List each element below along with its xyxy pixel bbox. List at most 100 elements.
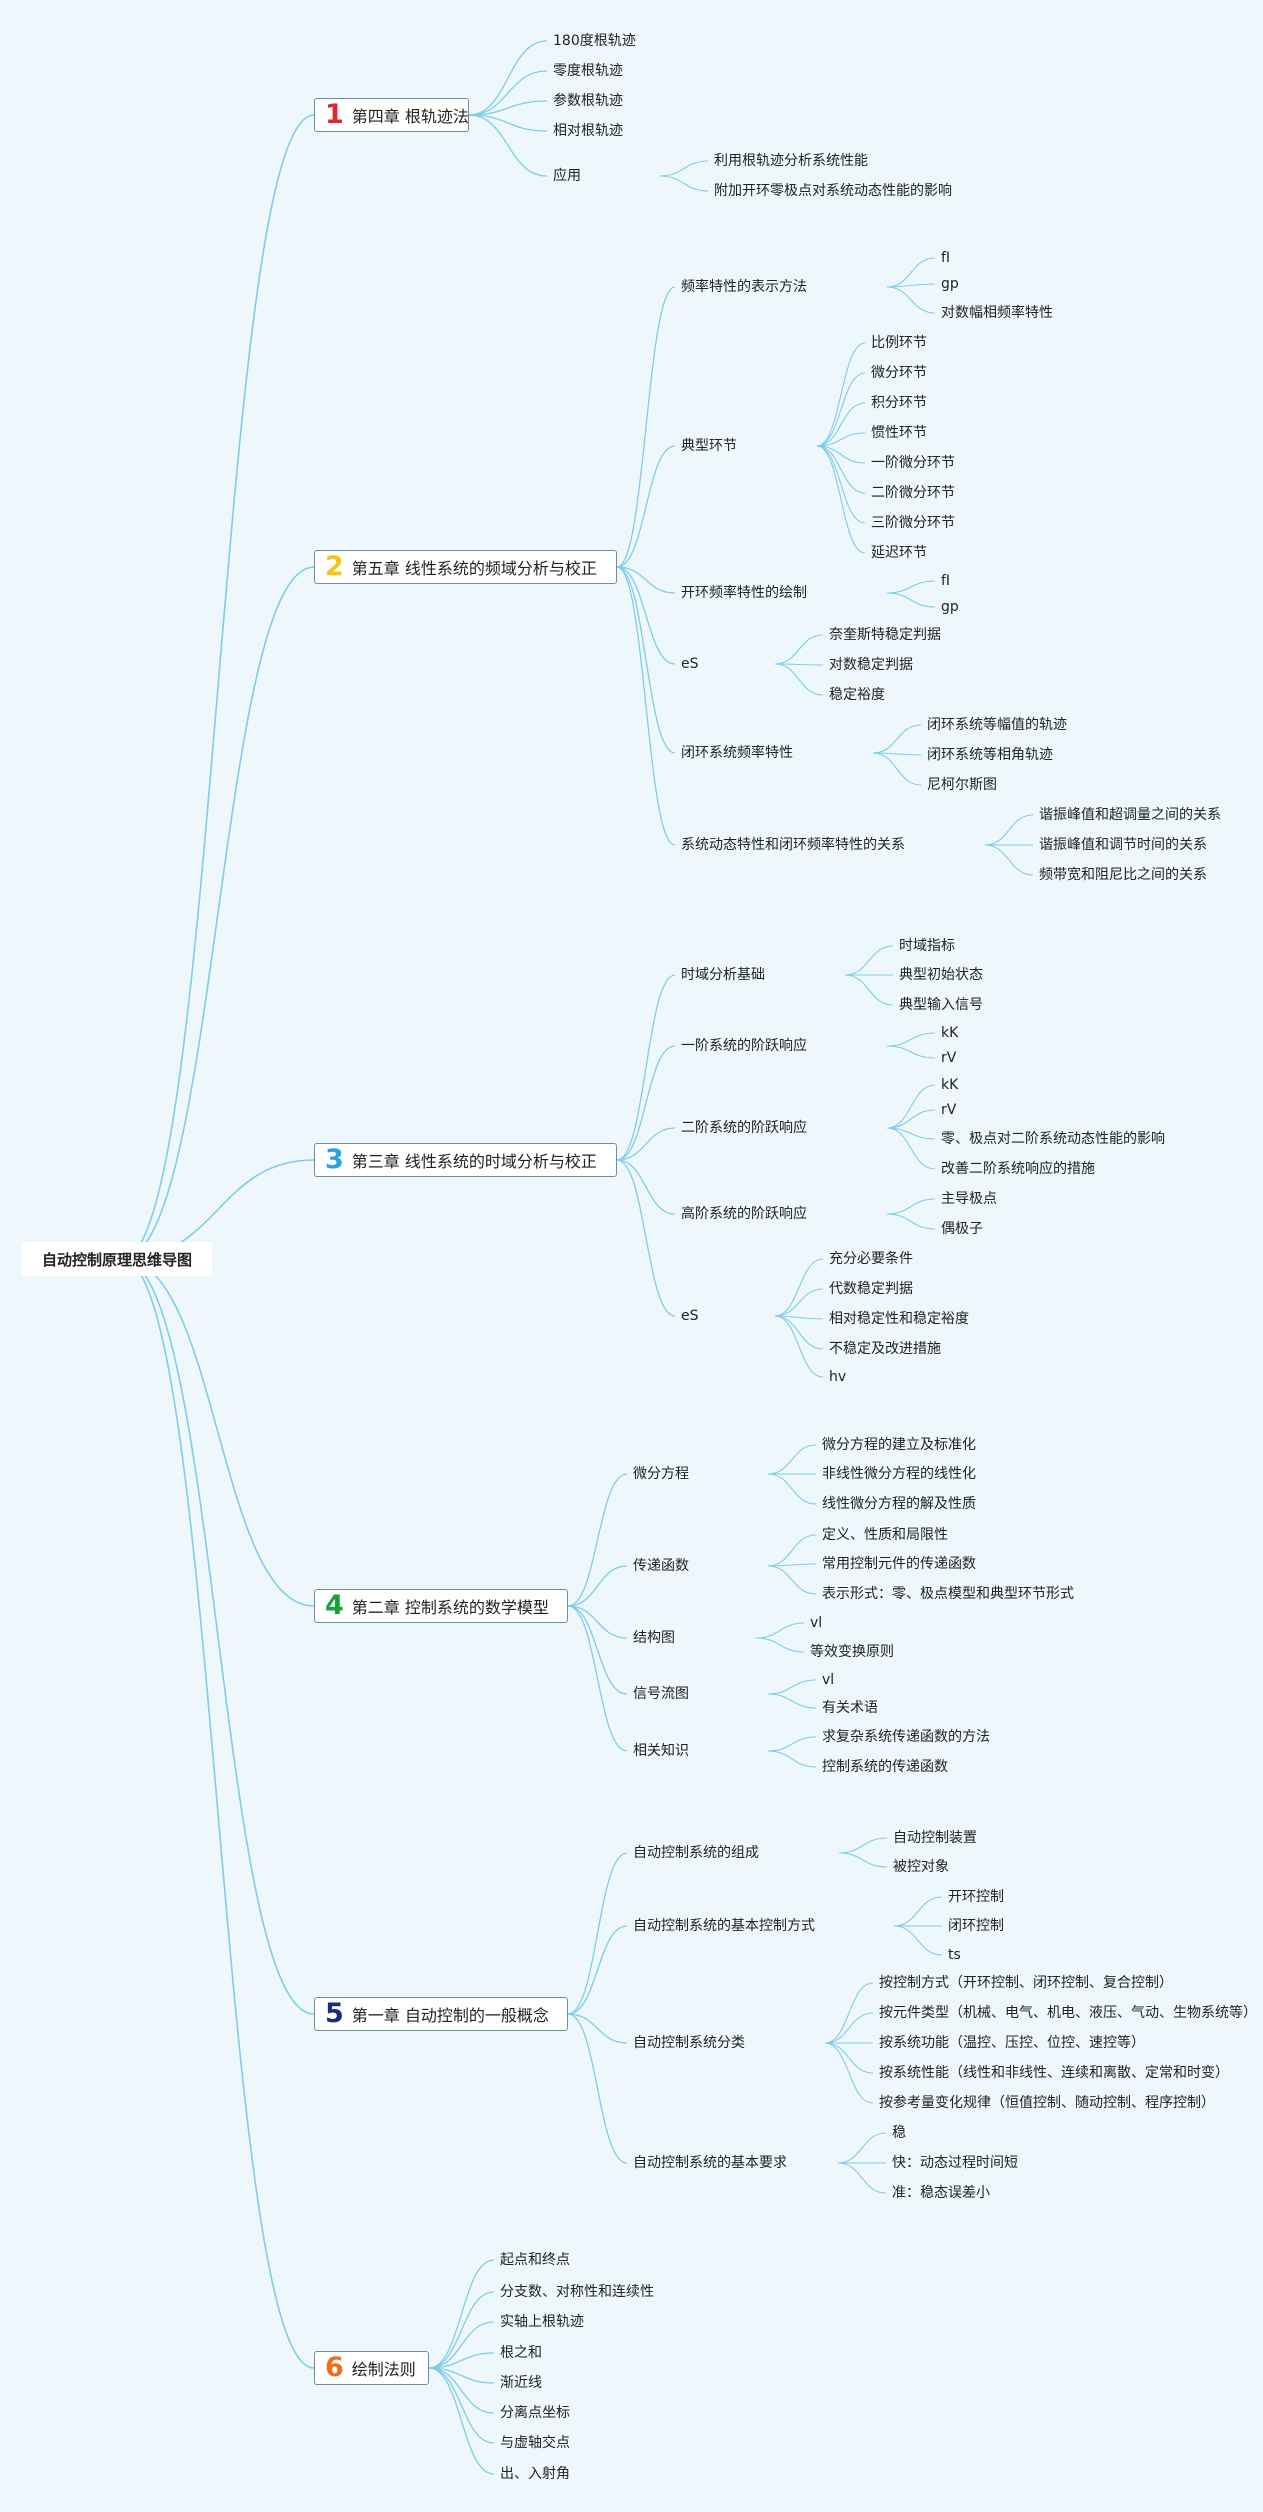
leaf-node[interactable]: 闭环系统等幅值的轨迹 [927, 717, 1067, 733]
branch-node[interactable]: 渐近线 [500, 2375, 542, 2391]
branch-node[interactable]: 频率特性的表示方法 [681, 279, 807, 295]
leaf-node[interactable]: 偶极子 [941, 1221, 983, 1237]
branch-node[interactable]: eS [681, 1308, 699, 1324]
leaf-node[interactable]: fI [941, 573, 951, 589]
leaf-node[interactable]: 微分环节 [871, 365, 927, 381]
leaf-node[interactable]: 被控对象 [893, 1859, 949, 1875]
leaf-node[interactable]: 二阶微分环节 [871, 485, 955, 501]
branch-node[interactable]: 相关知识 [633, 1743, 689, 1759]
branch-node[interactable]: 典型环节 [681, 438, 737, 454]
root-node[interactable]: 自动控制原理思维导图 [22, 1242, 212, 1276]
branch-node[interactable]: 结构图 [633, 1630, 675, 1646]
leaf-node[interactable]: gp [941, 599, 959, 615]
leaf-node[interactable]: 尼柯尔斯图 [927, 777, 997, 793]
branch-node[interactable]: 时域分析基础 [681, 967, 765, 983]
leaf-node[interactable]: 开环控制 [948, 1889, 1004, 1905]
leaf-node[interactable]: 积分环节 [871, 395, 927, 411]
leaf-node[interactable]: 相对稳定性和稳定裕度 [829, 1311, 969, 1327]
branch-node[interactable]: 应用 [553, 168, 581, 184]
leaf-node[interactable]: vl [810, 1615, 823, 1631]
leaf-node[interactable]: 附加开环零极点对系统动态性能的影响 [714, 183, 952, 199]
leaf-node[interactable]: 控制系统的传递函数 [822, 1759, 948, 1775]
leaf-node[interactable]: 非线性微分方程的线性化 [822, 1466, 976, 1482]
branch-node[interactable]: eS [681, 656, 699, 672]
leaf-node[interactable]: rV [941, 1102, 957, 1118]
leaf-node[interactable]: 稳 [892, 2125, 906, 2141]
leaf-node[interactable]: 时域指标 [899, 938, 955, 954]
branch-node[interactable]: 高阶系统的阶跃响应 [681, 1206, 807, 1222]
branch-node[interactable]: 起点和终点 [500, 2252, 570, 2268]
leaf-node[interactable]: 奈奎斯特稳定判据 [829, 627, 941, 643]
leaf-node[interactable]: 按元件类型（机械、电气、机电、液压、气动、生物系统等） [879, 2005, 1257, 2021]
branch-node[interactable]: 相对根轨迹 [553, 123, 623, 139]
leaf-node[interactable]: 稳定裕度 [829, 687, 885, 703]
branch-node[interactable]: 开环频率特性的绘制 [681, 585, 807, 601]
leaf-node[interactable]: 线性微分方程的解及性质 [822, 1496, 976, 1512]
leaf-node[interactable]: 常用控制元件的传递函数 [822, 1556, 976, 1572]
leaf-node[interactable]: vl [822, 1672, 835, 1688]
leaf-node[interactable]: 谐振峰值和调节时间的关系 [1039, 837, 1207, 853]
leaf-node[interactable]: gp [941, 276, 959, 292]
leaf-node[interactable]: 三阶微分环节 [871, 515, 955, 531]
leaf-node[interactable]: fI [941, 250, 951, 266]
leaf-node[interactable]: 改善二阶系统响应的措施 [941, 1161, 1095, 1177]
leaf-node[interactable]: 表示形式：零、极点模型和典型环节形式 [822, 1586, 1074, 1602]
leaf-node[interactable]: kK [941, 1077, 959, 1093]
leaf-node[interactable]: 按系统性能（线性和非线性、连续和离散、定常和时变） [879, 2065, 1229, 2081]
leaf-node[interactable]: 不稳定及改进措施 [829, 1341, 941, 1357]
branch-node[interactable]: 自动控制系统的组成 [633, 1845, 759, 1861]
branch-node[interactable]: 微分方程 [633, 1466, 689, 1482]
branch-node[interactable]: 自动控制系统分类 [633, 2035, 745, 2051]
branch-node[interactable]: 分支数、对称性和连续性 [500, 2284, 654, 2300]
leaf-node[interactable]: 准：稳态误差小 [892, 2185, 990, 2201]
branch-node[interactable]: 闭环系统频率特性 [681, 745, 793, 761]
branch-node[interactable]: 信号流图 [633, 1686, 689, 1702]
leaf-node[interactable]: 微分方程的建立及标准化 [822, 1437, 976, 1453]
leaf-node[interactable]: 有关术语 [822, 1700, 878, 1716]
leaf-node[interactable]: 闭环系统等相角轨迹 [927, 747, 1053, 763]
leaf-node[interactable]: 求复杂系统传递函数的方法 [822, 1729, 990, 1745]
leaf-node[interactable]: 按参考量变化规律（恒值控制、随动控制、程序控制） [879, 2095, 1215, 2111]
leaf-node[interactable]: 对数幅相频率特性 [941, 305, 1053, 321]
leaf-node[interactable]: 主导极点 [941, 1191, 997, 1207]
leaf-node[interactable]: 频带宽和阻尼比之间的关系 [1039, 867, 1207, 883]
leaf-node[interactable]: 零、极点对二阶系统动态性能的影响 [941, 1131, 1165, 1147]
branch-node[interactable]: 自动控制系统的基本控制方式 [633, 1918, 815, 1934]
leaf-node[interactable]: hv [829, 1369, 847, 1385]
leaf-node[interactable]: ts [948, 1947, 961, 1963]
branch-node[interactable]: 自动控制系统的基本要求 [633, 2155, 787, 2171]
leaf-node[interactable]: 一阶微分环节 [871, 455, 955, 471]
leaf-node[interactable]: 延迟环节 [871, 545, 927, 561]
branch-node[interactable]: 180度根轨迹 [553, 33, 636, 49]
branch-node[interactable]: 系统动态特性和闭环频率特性的关系 [681, 837, 905, 853]
branch-node[interactable]: 根之和 [500, 2345, 542, 2361]
branch-node[interactable]: 零度根轨迹 [553, 63, 623, 79]
leaf-node[interactable]: kK [941, 1025, 959, 1041]
branch-node[interactable]: 与虚轴交点 [500, 2435, 570, 2451]
branch-node[interactable]: 二阶系统的阶跃响应 [681, 1120, 807, 1136]
leaf-node[interactable]: 闭环控制 [948, 1918, 1004, 1934]
leaf-node[interactable]: 定义、性质和局限性 [822, 1527, 948, 1543]
leaf-node[interactable]: 等效变换原则 [810, 1644, 894, 1660]
leaf-node[interactable]: 对数稳定判据 [829, 657, 913, 673]
leaf-node[interactable]: 快：动态过程时间短 [892, 2155, 1018, 2171]
branch-node[interactable]: 实轴上根轨迹 [500, 2314, 584, 2330]
leaf-node[interactable]: rV [941, 1050, 957, 1066]
leaf-node[interactable]: 谐振峰值和超调量之间的关系 [1039, 807, 1221, 823]
leaf-node[interactable]: 典型初始状态 [899, 967, 983, 983]
branch-node[interactable]: 参数根轨迹 [553, 93, 623, 109]
leaf-node[interactable]: 按系统功能（温控、压控、位控、速控等） [879, 2035, 1145, 2051]
leaf-node[interactable]: 比例环节 [871, 335, 927, 351]
leaf-node[interactable]: 按控制方式（开环控制、闭环控制、复合控制） [879, 1975, 1173, 1991]
branch-node[interactable]: 出、入射角 [500, 2466, 570, 2482]
leaf-node[interactable]: 利用根轨迹分析系统性能 [714, 153, 868, 169]
leaf-node[interactable]: 惯性环节 [871, 425, 927, 441]
branch-node[interactable]: 一阶系统的阶跃响应 [681, 1038, 807, 1054]
branch-node[interactable]: 分离点坐标 [500, 2405, 570, 2421]
leaf-node[interactable]: 自动控制装置 [893, 1830, 977, 1846]
leaf-node[interactable]: 代数稳定判据 [829, 1281, 913, 1297]
